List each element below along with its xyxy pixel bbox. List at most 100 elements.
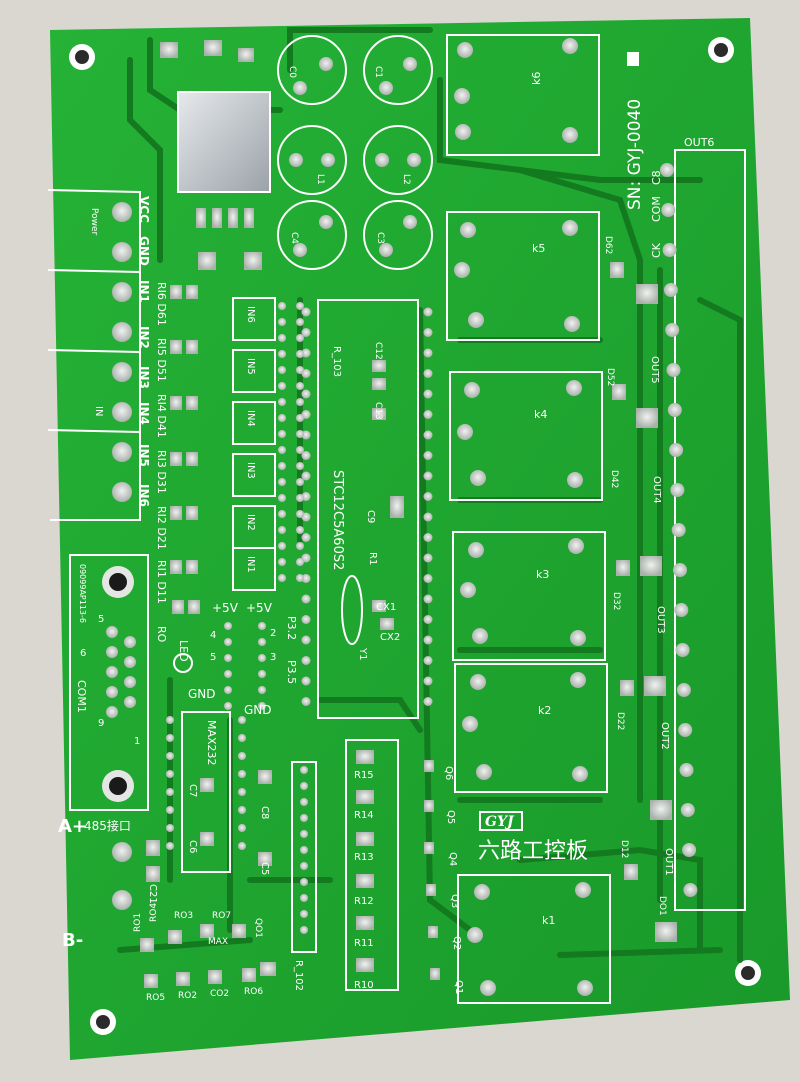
mcu-pin [301, 697, 311, 706]
mcu-pin [301, 615, 311, 624]
resistor-label-r10: R10 [354, 980, 374, 991]
opto-label-in4: IN4 [245, 410, 256, 427]
mcu-pin [423, 410, 433, 419]
output-header-pads [660, 163, 698, 897]
mcu-pin [301, 676, 311, 686]
cap-label-c6: C6 [187, 840, 198, 853]
through-hole-pin [278, 558, 286, 566]
cap-label-c7: C7 [187, 784, 198, 797]
output-header-pad [665, 323, 680, 337]
mcu-pin [301, 471, 311, 481]
cap-label-c0: C0 [287, 66, 297, 78]
smd-pads [140, 262, 677, 988]
brand-box [479, 811, 523, 831]
regulator-pins [196, 208, 254, 228]
smd-pads-top [160, 40, 262, 270]
resistor-label-r1: R1 [367, 552, 378, 565]
cap-label-c3: C3 [375, 232, 385, 244]
resistor-network-pin [300, 926, 308, 934]
input-row-label-2: RI2 D21 [155, 506, 168, 550]
mcu-pin [423, 594, 433, 604]
power-label: Power [89, 208, 99, 236]
output-header-pad [673, 563, 687, 577]
part-label-ro3: RO3 [174, 911, 193, 921]
diode-label-d22: D22 [615, 712, 625, 730]
through-hole-pin [296, 558, 304, 566]
part-label-ro7: RO7 [212, 911, 231, 921]
through-hole-pin [296, 382, 304, 390]
mcu-pin [423, 635, 433, 645]
max232-pin [238, 824, 246, 832]
serial-marker [627, 52, 639, 66]
cap-label-c12: C12 [373, 342, 383, 360]
header-pin [258, 638, 266, 646]
mcu-pin [301, 635, 311, 645]
max232-pin [166, 824, 174, 832]
com1-pads [106, 626, 136, 718]
output-header-pad [679, 763, 694, 777]
header-pin [224, 638, 232, 646]
mcu-pin [423, 533, 433, 542]
led-label: LED [177, 640, 190, 662]
inductor-label-l1: L1 [315, 174, 325, 185]
through-hole-pin [278, 334, 286, 342]
transistor-label-q3: Q3 [449, 894, 460, 908]
resistor-network-pin [300, 910, 308, 918]
com-pin-9: 9 [98, 718, 104, 729]
input-row-label-1: RI1 D11 [155, 560, 168, 604]
output-header-pad [675, 643, 690, 657]
relay-label-k1: k1 [542, 914, 555, 927]
max232-pin [238, 752, 246, 760]
ck-label: CK [650, 242, 663, 258]
header-num-4: 4 [210, 630, 216, 641]
through-hole-pin [296, 366, 304, 374]
diode-label-d32: D32 [611, 592, 621, 610]
through-hole-pin [278, 542, 286, 550]
resistor-network-pin [300, 782, 308, 790]
output-header-pad [683, 883, 698, 897]
diode-label-d62: D62 [603, 236, 613, 254]
through-hole-pin [278, 494, 286, 502]
through-hole-pin [278, 302, 286, 310]
voltage-regulator [177, 91, 271, 193]
com-pin-6: 6 [80, 648, 86, 659]
serial-number-label: SN: GYJ-0040 [625, 99, 645, 210]
mcu-pin [301, 307, 311, 317]
cap-label-cx1: CX1 [376, 602, 396, 613]
a-plus-label: A+ [58, 816, 87, 837]
transistor-label-q1: Q1 [453, 980, 464, 994]
output-header-pad [676, 683, 691, 697]
through-hole-pin [296, 462, 304, 470]
through-hole-pin [296, 302, 304, 310]
relay-pads [454, 38, 593, 996]
pin-label-in1: IN1 [137, 280, 151, 303]
mcu-pin [423, 697, 433, 706]
output-header-pad [669, 443, 684, 457]
output-label-out3: OUT3 [655, 606, 666, 634]
max232-pin [238, 806, 246, 814]
mcu-pin [423, 553, 433, 563]
optocoupler-labels: IN6 IN5 IN4 IN3 IN2 IN1 [245, 306, 256, 573]
opto-label-in2: IN2 [245, 514, 256, 531]
bottom-part-labels: RO1 RO4 RO3 RO7 QO1 MAX RO5 RO2 CO2 RO6 [133, 903, 263, 1003]
cap-label-c5: C5 [259, 862, 270, 875]
output-label-out2: OUT2 [659, 722, 670, 750]
opto-label-in3: IN3 [245, 462, 256, 479]
resistor-labels: R15 R14 R13 R12 R11 R10 [354, 770, 374, 991]
b-minus-label: B- [62, 930, 83, 951]
diode-label-d12: D12 [619, 840, 629, 858]
header-pin [224, 686, 232, 694]
resistor-network-label-2: R_102 [293, 960, 304, 991]
max232-pin [166, 788, 174, 796]
mcu-pins [301, 307, 433, 706]
output-header-pad [663, 283, 678, 297]
mcu-pin [423, 574, 433, 583]
output-header-pad [660, 163, 674, 177]
relay-label-k3: k3 [536, 568, 549, 581]
mcu-pin [423, 389, 433, 399]
resistor-network-label-1: R_103 [331, 346, 342, 377]
com1-label: COM1 [75, 680, 88, 713]
mcu-pin [301, 553, 311, 563]
header-pin [258, 702, 266, 710]
